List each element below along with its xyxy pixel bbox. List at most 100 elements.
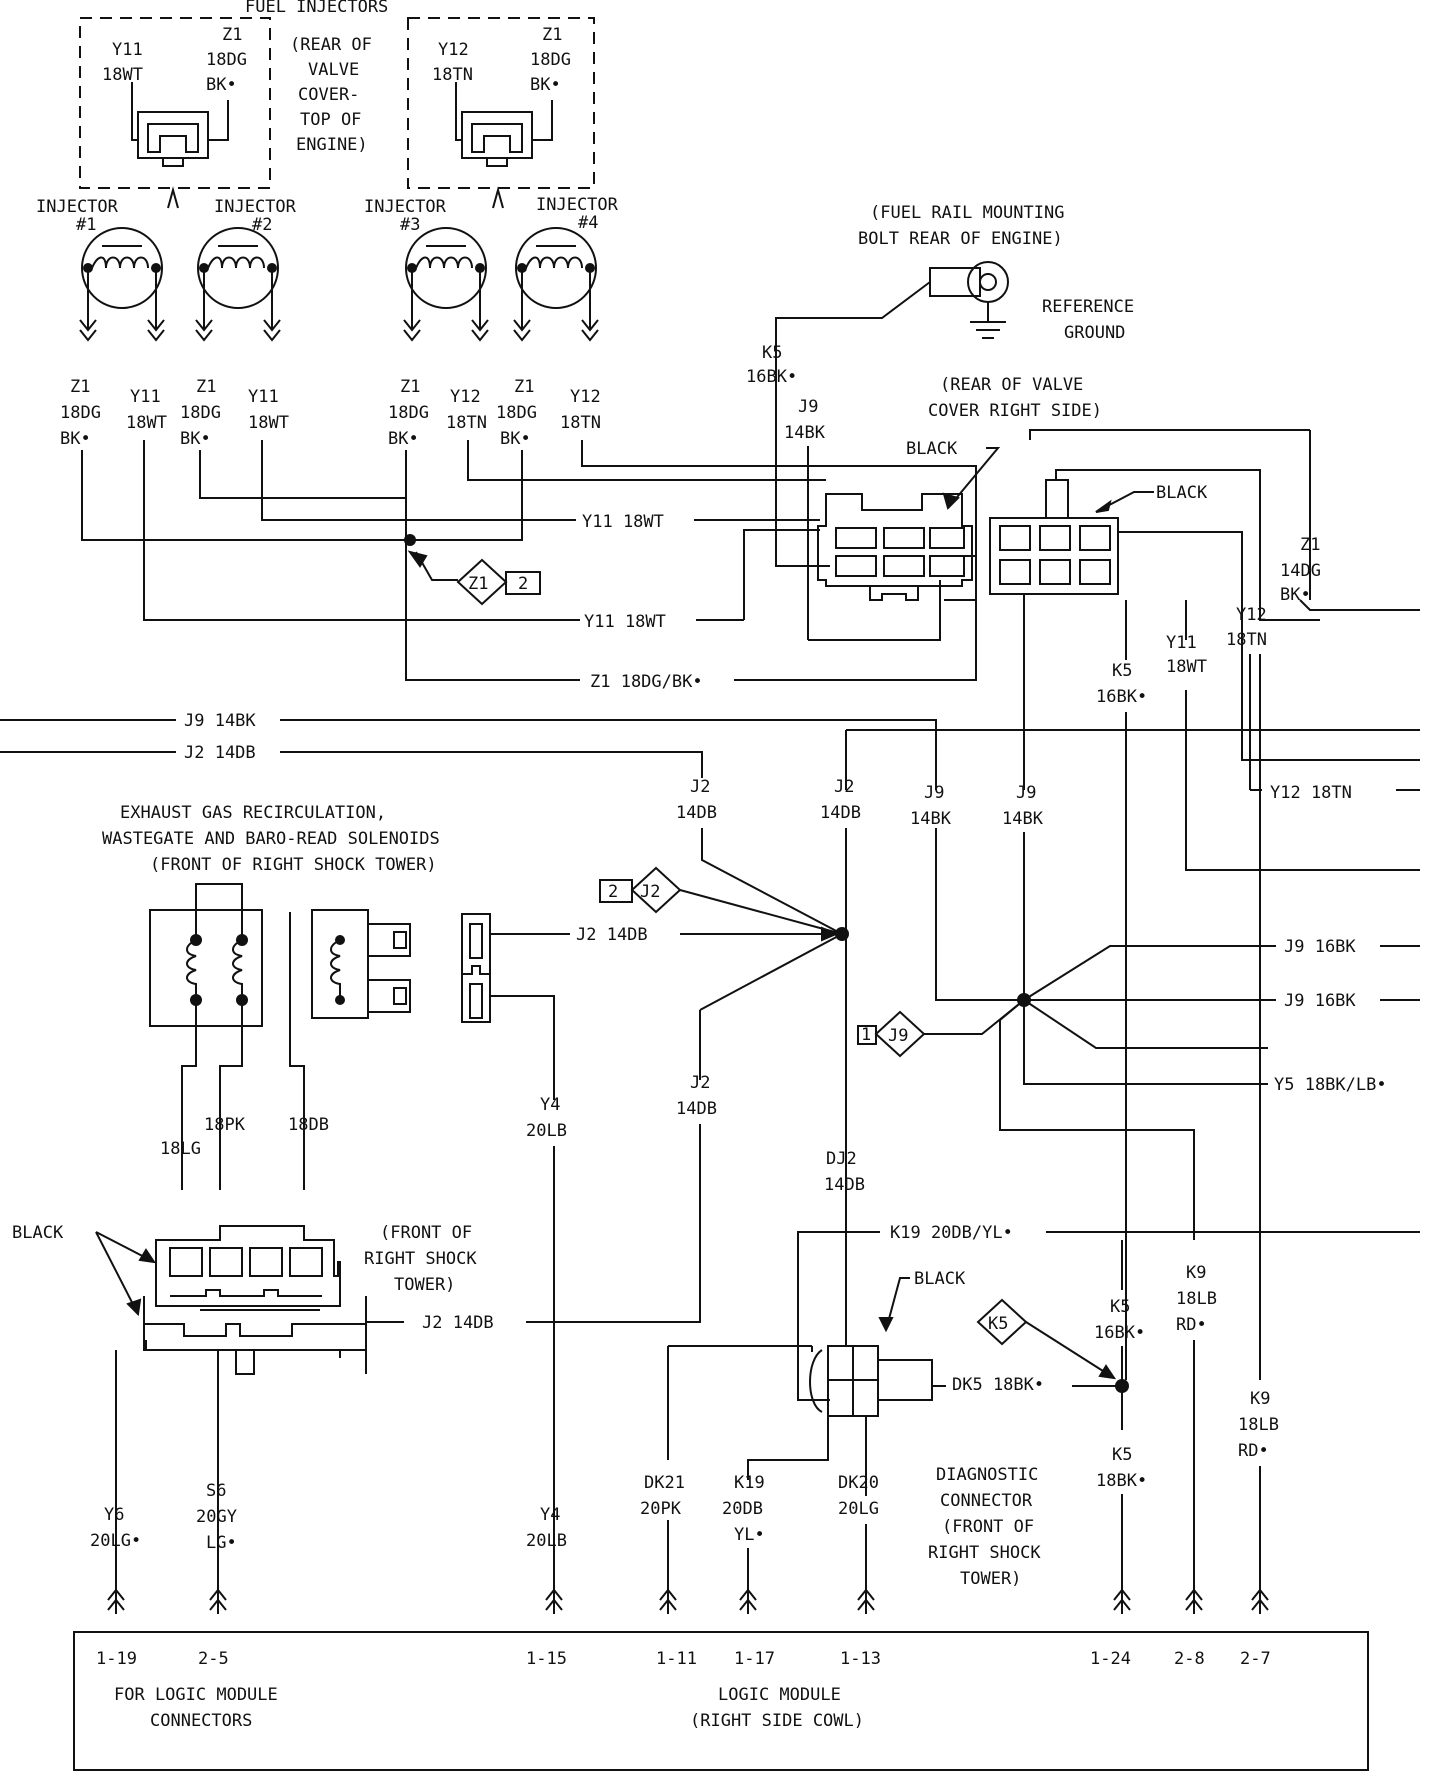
svg-text:Y12 18TN: Y12 18TN [1270,783,1352,803]
svg-text:Z1: Z1 [542,25,562,45]
svg-text:#4: #4 [578,213,598,233]
shock-connector-black: BLACK [12,1223,64,1243]
upper-harness: Y11 18WT Y11 18WT Z1 18DG/BK• [81,440,977,692]
svg-text:14DG: 14DG [1280,561,1321,581]
svg-text:BK•: BK• [500,429,531,449]
svg-text:Y11: Y11 [130,387,161,407]
svg-text:Z1: Z1 [1300,535,1320,555]
svg-text:Y11: Y11 [248,387,279,407]
svg-text:18WT: 18WT [102,65,143,85]
svg-text:CONNECTOR: CONNECTOR [940,1491,1033,1511]
svg-text:GROUND: GROUND [1064,323,1125,343]
svg-text:18TN: 18TN [446,413,487,433]
svg-text:BOLT REAR OF ENGINE): BOLT REAR OF ENGINE) [858,229,1063,249]
svg-text:14BK: 14BK [1002,809,1044,829]
svg-text:18WT: 18WT [126,413,167,433]
svg-text:16BK•: 16BK• [1094,1323,1145,1343]
logic-module-title: LOGIC MODULE [718,1685,841,1705]
svg-text:J9: J9 [798,397,818,417]
reference-ground-label: REFERENCE [1042,297,1134,317]
svg-text:20PK: 20PK [640,1499,682,1519]
pin-1-15: 1-15 [526,1649,567,1669]
svg-text:BLACK: BLACK [914,1269,966,1289]
svg-text:14BK: 14BK [784,423,826,443]
injector-wire-labels: Z1 18DG BK• Y11 18WT Z1 18DG BK• Y11 18W… [60,377,601,449]
svg-text:BK•: BK• [206,75,237,95]
svg-text:14DB: 14DB [820,803,861,823]
svg-text:RIGHT SHOCK: RIGHT SHOCK [364,1249,477,1269]
injector-connector-a: Y11 18WT Z1 18DG BK• [102,25,247,209]
j9-main-label: J9 14BK [184,711,256,731]
shock-tower-connectors: BLACK (FRONT OF RIGHT SHOCK TOWER) J2 14… [12,1223,701,1580]
svg-text:18TN: 18TN [560,413,601,433]
svg-text:DIAGNOSTIC: DIAGNOSTIC [936,1465,1038,1485]
svg-text:Y11 18WT: Y11 18WT [584,612,666,632]
svg-text:J2: J2 [640,882,660,902]
svg-text:16BK•: 16BK• [746,367,797,387]
pin-1-11: 1-11 [656,1649,697,1669]
svg-text:20LG•: 20LG• [90,1531,141,1551]
module-note-1: FOR LOGIC MODULE [114,1685,278,1705]
pin-1-13: 1-13 [840,1649,881,1669]
svg-text:J2: J2 [834,777,854,797]
svg-text:14BK: 14BK [910,809,952,829]
svg-text:Z1: Z1 [514,377,534,397]
connector-left [817,493,973,601]
injector-3-symbol [405,227,487,330]
svg-text:Y4: Y4 [540,1505,560,1525]
svg-text:20LB: 20LB [526,1121,567,1141]
main-harness-runs: J9 14BK J2 14DB J2 14DB J2 14DB J9 14BK … [0,594,1420,1380]
injector-4-symbol [515,227,597,330]
svg-text:18DG: 18DG [60,403,101,423]
svg-text:18DG: 18DG [530,50,571,70]
svg-text:J9: J9 [888,1026,908,1046]
svg-text:18WT: 18WT [248,413,289,433]
svg-text:Y11: Y11 [1166,633,1197,653]
svg-text:Z1: Z1 [70,377,90,397]
svg-text:DJ2: DJ2 [826,1149,857,1169]
module-note-2: CONNECTORS [150,1711,252,1731]
svg-text:Y4: Y4 [540,1095,560,1115]
pin-2-7: 2-7 [1240,1649,1271,1669]
svg-text:RIGHT SHOCK: RIGHT SHOCK [928,1543,1041,1563]
j2-splice: J2 2 J2 14DB J2 14DB [494,866,843,1320]
injector-4-label: INJECTOR [536,195,619,215]
svg-text:COVER-: COVER- [298,85,359,105]
j2-solenoid-label: J2 14DB [576,925,648,945]
svg-text:Z1 18DG/BK•: Z1 18DG/BK• [590,672,703,692]
svg-text:J2: J2 [690,777,710,797]
svg-text:1: 1 [861,1025,871,1045]
svg-text:#2: #2 [252,215,272,235]
pin-1-19: 1-19 [96,1649,137,1669]
svg-text:Y5 18BK/LB•: Y5 18BK/LB• [1274,1075,1387,1095]
fuel-rail-ground: (FUEL RAIL MOUNTING BOLT REAR OF ENGINE)… [746,203,1134,641]
svg-text:14DB: 14DB [676,1099,717,1119]
svg-text:(FUEL RAIL MOUNTING: (FUEL RAIL MOUNTING [870,203,1064,223]
svg-text:K9: K9 [1186,1263,1206,1283]
solenoids-title-3: (FRONT OF RIGHT SHOCK TOWER) [150,855,437,875]
svg-text:ENGINE): ENGINE) [296,135,368,155]
svg-text:20GY: 20GY [196,1507,237,1527]
svg-text:20LB: 20LB [526,1531,567,1551]
svg-text:BK•: BK• [60,429,91,449]
fuel-injectors-title: FUEL INJECTORS [245,0,388,17]
svg-text:Y12: Y12 [1236,605,1267,625]
diagnostic-connector: DJ2 14DB K19 20DB/YL• BLACK DK5 18BK• K5… [667,654,1420,1589]
svg-text:18LB: 18LB [1176,1289,1217,1309]
svg-text:Y12: Y12 [438,40,469,60]
valve-cover-connectors: (REAR OF VALVE COVER RIGHT SIDE) BLACK B… [817,375,1420,761]
svg-text:YL•: YL• [734,1525,765,1545]
pin-1-17: 1-17 [734,1649,775,1669]
z1-splice-tag: Z1 2 [456,558,541,606]
svg-text:18DG: 18DG [496,403,537,423]
svg-text:Y11 18WT: Y11 18WT [582,512,664,532]
svg-text:BK•: BK• [530,75,561,95]
j2-connector-label: J2 14DB [422,1313,494,1333]
svg-text:2: 2 [518,574,528,594]
svg-text:18DG: 18DG [388,403,429,423]
svg-text:20LG: 20LG [838,1499,879,1519]
svg-text:#1: #1 [76,215,96,235]
svg-text:BK•: BK• [1280,585,1311,605]
svg-text:18TN: 18TN [1226,630,1267,650]
connector-right [989,479,1119,595]
